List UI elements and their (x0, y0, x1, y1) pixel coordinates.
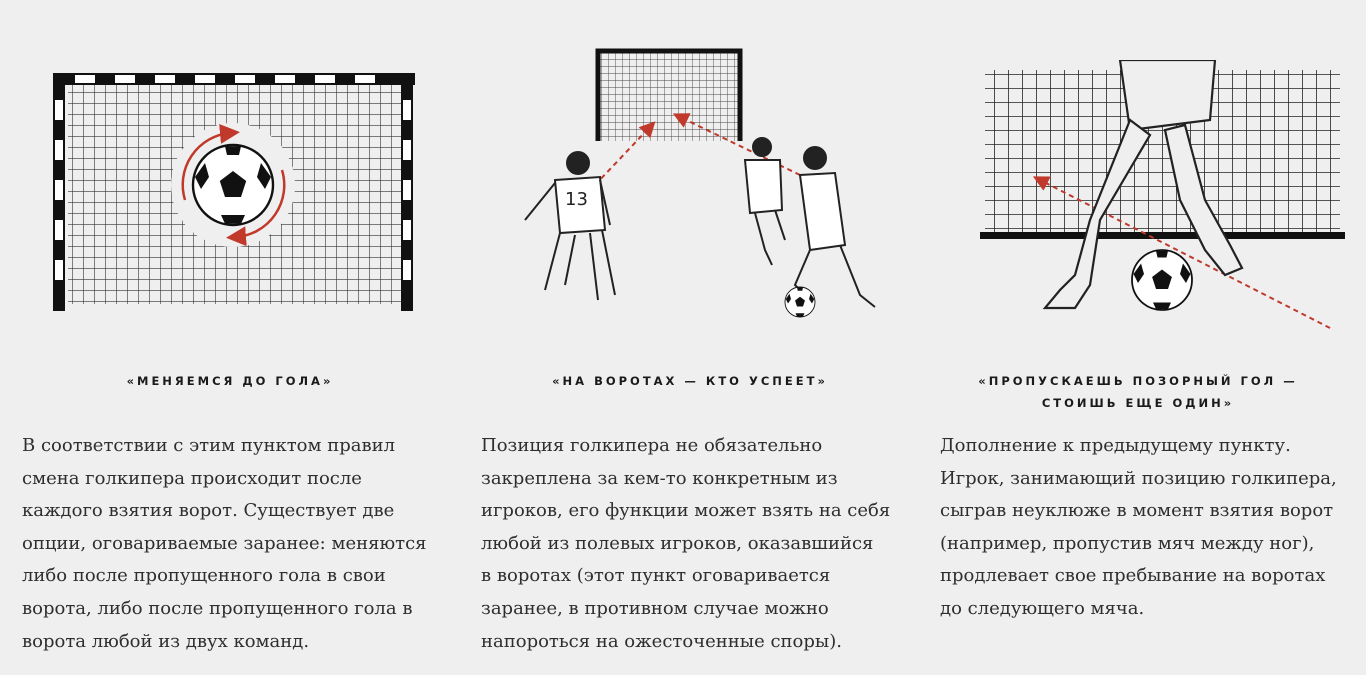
soccer-ball-icon (193, 145, 273, 225)
rule-column-1: «Меняемся до гола» В соответствии с этим… (0, 0, 460, 675)
goal-rotating-ball-illustration (53, 73, 415, 311)
text-line: каждого взятия ворот. Существует две (22, 500, 395, 522)
rule-description: Дополнение к предыдущему пункту. Игрок, … (940, 430, 1337, 626)
rule-heading: «На воротах — кто успеет» (460, 370, 920, 392)
text-line: либо после пропущенного гола в свои (22, 565, 386, 587)
heading-line: стоишь еще один» (1041, 396, 1235, 410)
rule-description: В соответствии с этим пунктом правил сме… (22, 430, 427, 658)
heading-line: «На воротах — кто успеет» (552, 374, 828, 388)
text-line: в воротах (этот пункт оговаривается (481, 565, 831, 587)
text-line: Игрок, занимающий позицию голкипера, (940, 467, 1337, 489)
heading-line: «Меняемся до гола» (126, 374, 334, 388)
rule-column-3: «Пропускаешь позорный гол — стоишь еще о… (910, 0, 1366, 675)
text-line: до следующего мяча. (940, 597, 1145, 619)
text-line: ворота, либо после пропущенного гола в (22, 597, 413, 619)
text-line: ворота любой из двух команд. (22, 630, 310, 652)
player-13-figure (524, 151, 616, 301)
soccer-ball-icon (1132, 250, 1192, 310)
rule-heading: «Пропускаешь позорный гол — стоишь еще о… (910, 370, 1366, 414)
jersey-number: 13 (565, 189, 588, 210)
text-line: опции, оговариваемые заранее: меняются (22, 532, 427, 554)
text-line: заранее, в противном случае можно (481, 597, 829, 619)
text-line: игроков, его функции может взять на себя (481, 500, 891, 522)
text-line: Дополнение к предыдущему пункту. (940, 435, 1291, 456)
soccer-ball-icon (785, 287, 815, 317)
text-line: продлевает свое пребывание на воротах (940, 565, 1326, 587)
players-running-illustration: 13 (524, 48, 876, 325)
text-line: смена голкипера происходит после (22, 467, 362, 489)
text-line: сыграв неуклюже в момент взятия ворот (940, 500, 1334, 522)
rule-heading: «Меняемся до гола» (0, 370, 460, 392)
goalkeeper-legs-figure (1042, 60, 1244, 310)
ball-between-legs-illustration (980, 60, 1345, 329)
player-figure (743, 137, 876, 308)
text-line: напороться на ожесточенные споры). (481, 630, 842, 652)
text-line: В соответствии с этим пунктом правил (22, 435, 396, 456)
heading-line: «Пропускаешь позорный гол — (978, 374, 1298, 388)
rule-column-2: 13 «На воротах — кто успеет» Позиция гол… (460, 0, 920, 675)
text-line: любой из полевых игроков, оказавшийся (481, 532, 874, 554)
text-line: (например, пропустив мяч между ног), (940, 532, 1315, 554)
text-line: закреплена за кем-то конкретным из (481, 467, 838, 489)
text-line: Позиция голкипера не обязательно (481, 435, 823, 456)
rule-description: Позиция голкипера не обязательно закрепл… (481, 430, 890, 658)
